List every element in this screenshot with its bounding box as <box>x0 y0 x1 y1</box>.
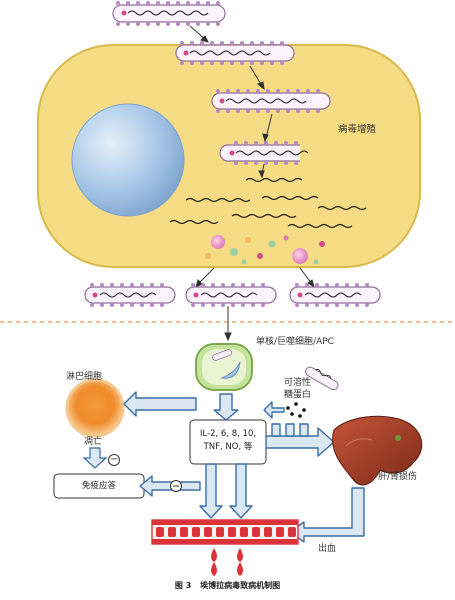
apoptosis-label: 凋亡 <box>84 437 103 447</box>
cytokine-label-1: IL-2, 6, 8, 10, <box>199 429 257 439</box>
released-virion-2 <box>185 283 277 307</box>
liver-organ <box>332 415 423 486</box>
bleeding-label: 出血 <box>318 544 337 554</box>
monocyte-label: 单核/巨噬细胞/APC <box>256 337 334 347</box>
lymphocyte-cell <box>65 378 125 438</box>
blood-vessel <box>151 519 299 545</box>
cytokine-label-2: TNF, NO, 等 <box>203 442 253 452</box>
immune-response-label: 免疫应答 <box>81 481 116 491</box>
fusing-virion <box>175 41 295 65</box>
replication-arrows <box>189 25 315 289</box>
entering-virion <box>112 1 226 26</box>
viral-proteins <box>205 235 325 265</box>
soluble-glycoprotein-virion <box>305 366 339 391</box>
glycoprotein-label-1: 可溶性 <box>284 378 312 388</box>
pathway-arrows <box>123 391 365 543</box>
figure-number: 图 3 <box>174 581 192 590</box>
inhibit-badge-1 <box>108 454 120 466</box>
liver-kidney-label: 肝/肾损伤 <box>378 472 418 482</box>
glycoprotein-dots <box>286 402 306 418</box>
blood-drops <box>211 548 243 576</box>
inhibit-sign: − <box>110 454 119 465</box>
figure-caption: 图 3 埃博拉病毒致病机制图 <box>0 580 455 591</box>
released-virion-3 <box>289 283 381 307</box>
released-virion-1 <box>84 283 176 307</box>
figure-title: 埃博拉病毒致病机制图 <box>200 581 281 590</box>
inhibit-badge-2 <box>170 480 182 492</box>
lymphocyte-label: 淋巴细胞 <box>66 372 103 382</box>
infection-arrow <box>224 306 232 342</box>
monocyte-cell <box>195 343 253 391</box>
uncoating-virion <box>219 141 309 165</box>
glycoprotein-label-2: 糖蛋白 <box>284 390 312 400</box>
endosome-virion-1 <box>211 89 331 113</box>
apoptosis-arrow <box>82 447 108 469</box>
cell-nucleus <box>71 103 185 217</box>
viral-rna-strands <box>169 177 367 229</box>
replication-label: 病毒增殖 <box>338 124 377 135</box>
